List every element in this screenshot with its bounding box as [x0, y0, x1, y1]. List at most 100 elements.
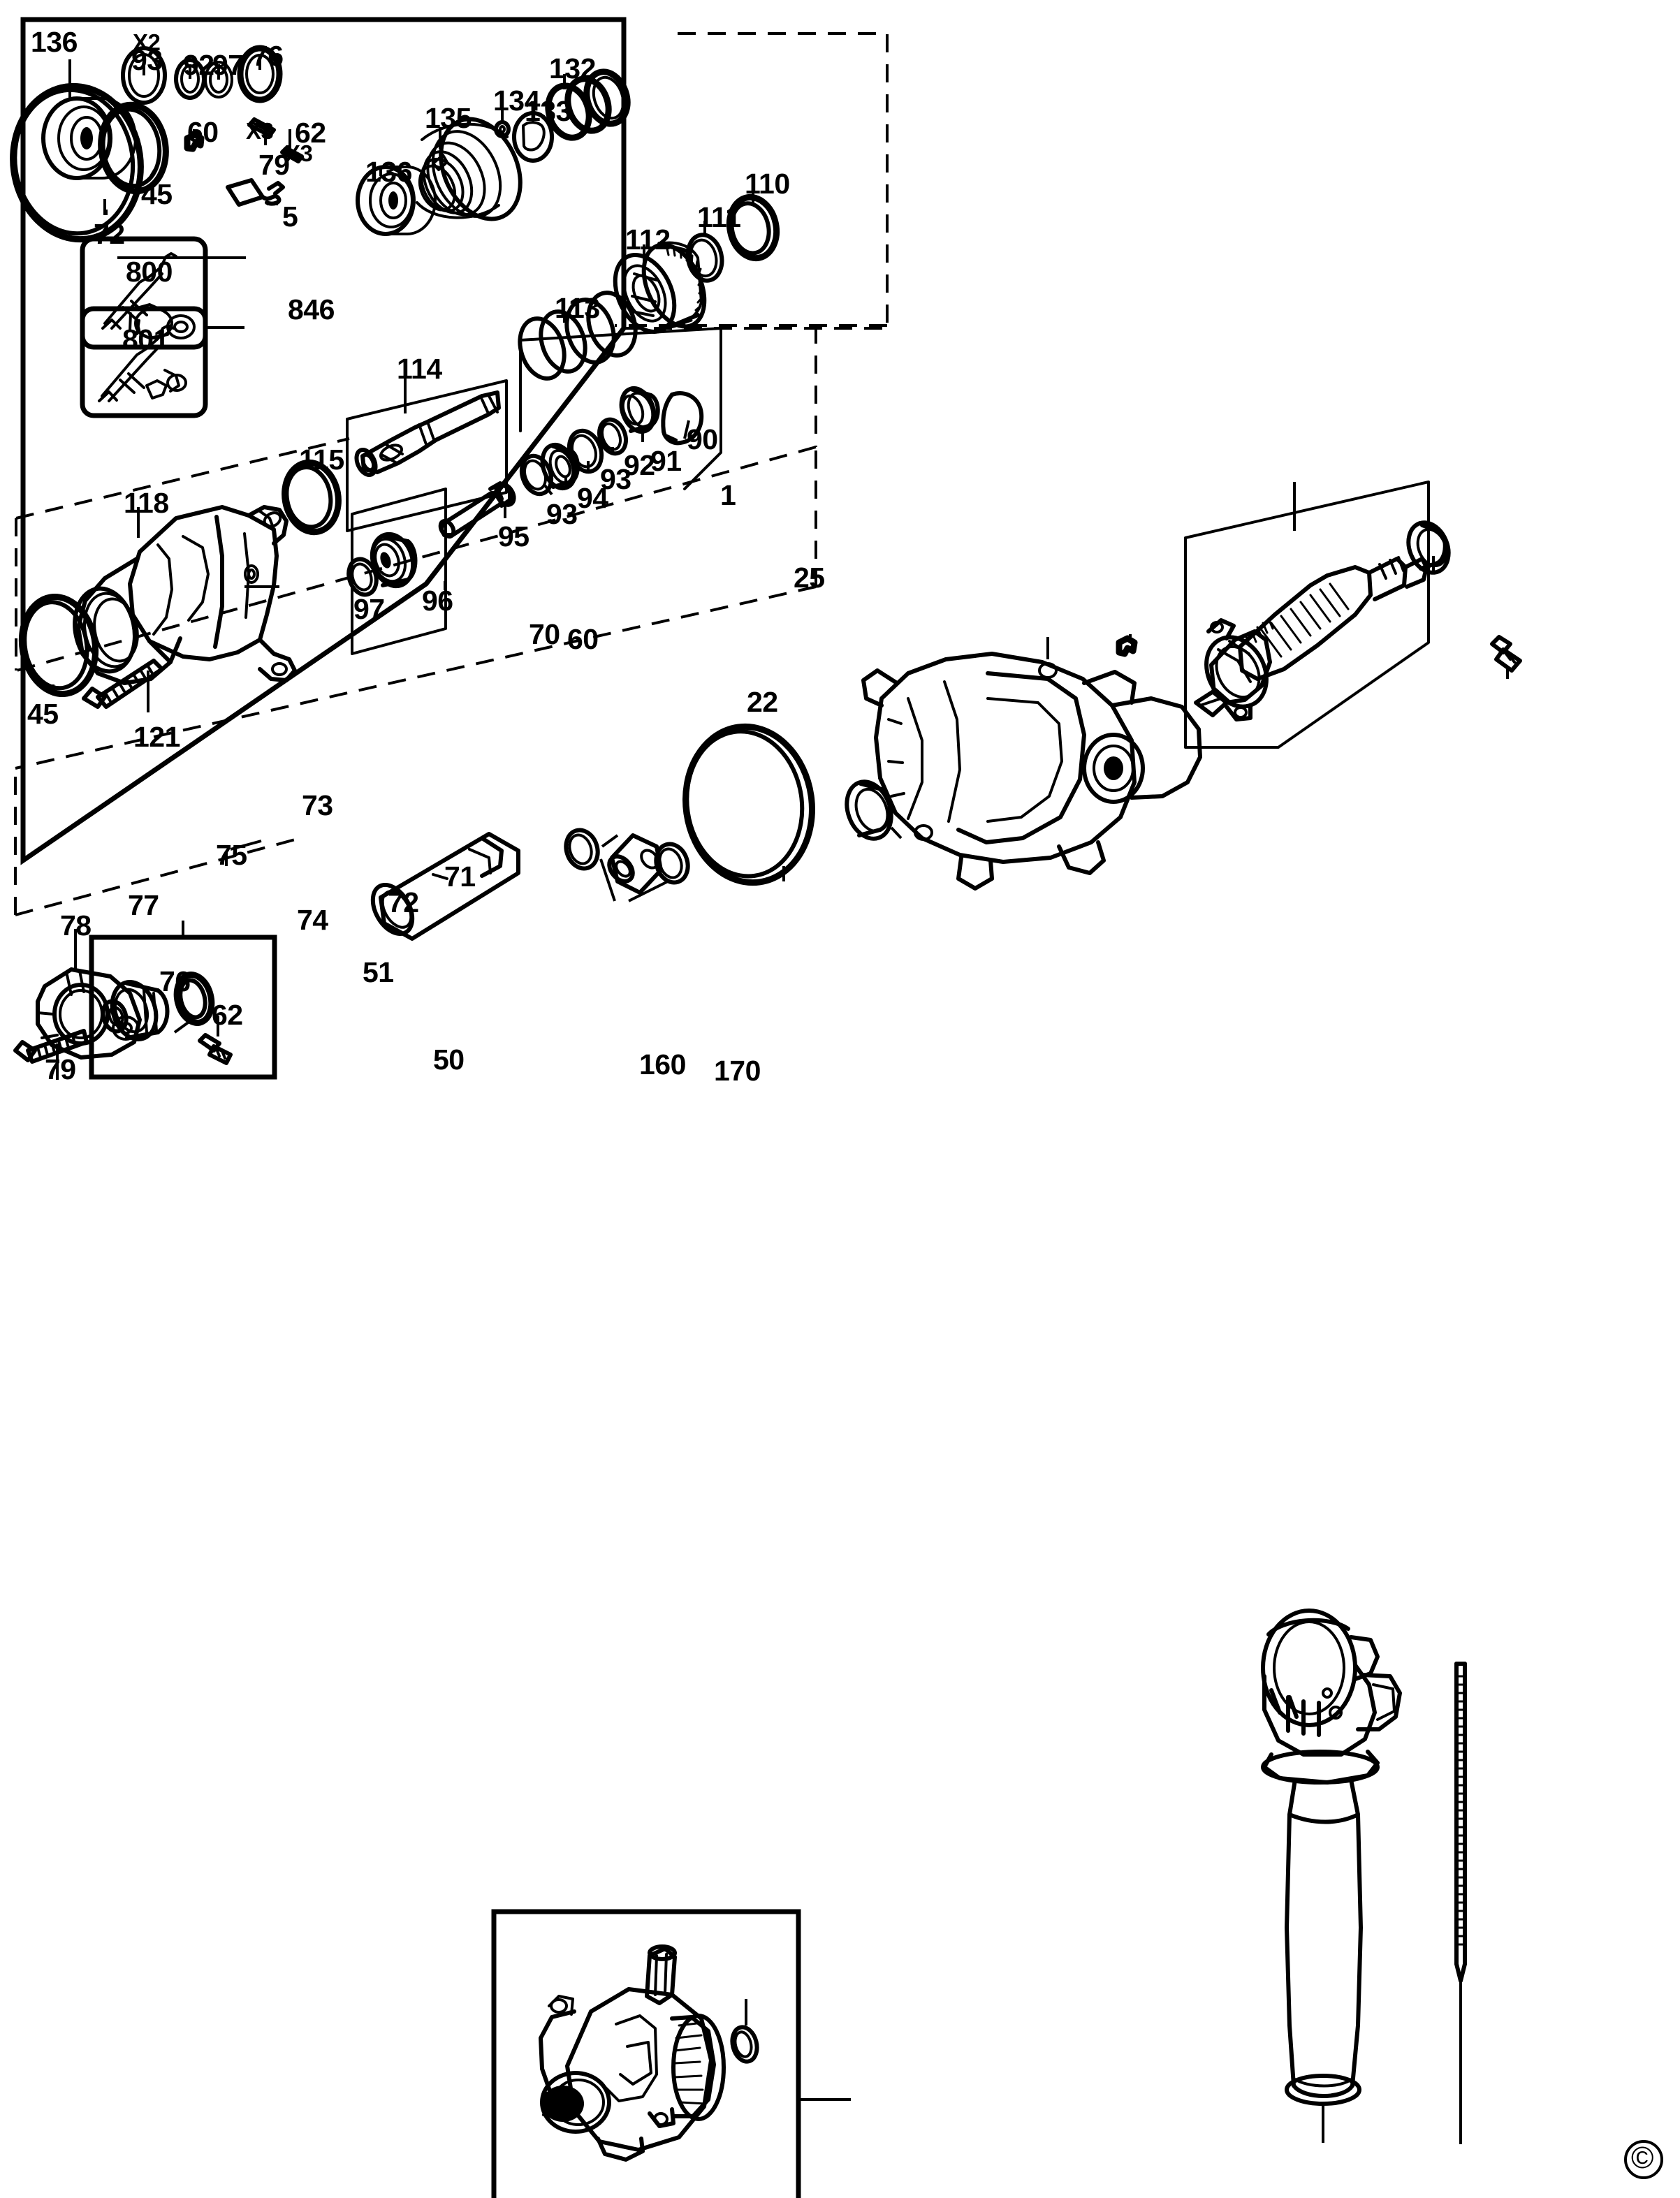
- callout-51: 51: [363, 956, 394, 988]
- part-1-armature: [1194, 556, 1429, 721]
- part-110-seal: [726, 193, 780, 262]
- callout-75: 75: [216, 839, 247, 871]
- part-160-side-handle: [1261, 1609, 1402, 2106]
- callout-97: 97: [353, 593, 385, 625]
- copyright-glyph: ©: [1631, 2141, 1653, 2175]
- callout-70: 70: [529, 618, 560, 650]
- part-79-top-screw: [247, 117, 276, 138]
- box-114: [346, 379, 508, 532]
- part-60-right: [1116, 635, 1138, 657]
- callout-x2: X2: [133, 29, 161, 55]
- callout-78: 78: [60, 909, 92, 942]
- callout-111: 111: [697, 201, 741, 233]
- callout-846: 846: [288, 293, 335, 325]
- callout-45: 45: [27, 698, 59, 730]
- callout-93: 93: [546, 498, 578, 530]
- callout-94: 94: [577, 482, 608, 514]
- callout-114: 114: [397, 353, 442, 385]
- kit-box-800: [80, 236, 208, 350]
- part-76-bottom-ring: [173, 972, 215, 1026]
- callout-135: 135: [425, 102, 472, 134]
- callout-62: 62: [212, 999, 243, 1031]
- callout-22: 22: [747, 686, 778, 718]
- part-96-bearing-sub: [370, 532, 418, 589]
- part-70-gear-case: [861, 652, 1202, 891]
- part-135-piston-sleeve: [416, 117, 523, 221]
- part-91-bearing: [619, 386, 660, 434]
- callout-79: 79: [45, 1053, 76, 1085]
- callout-91: 91: [650, 445, 682, 477]
- part-22-screw: [1490, 635, 1522, 673]
- callout-93: 93: [131, 44, 163, 76]
- callout-x3: X3: [285, 140, 313, 166]
- part-95-pin: [438, 481, 516, 539]
- callout-115: 115: [299, 444, 344, 476]
- part-51-oring: [730, 2025, 759, 2064]
- part-170-depth-rod: [1454, 1662, 1467, 1983]
- callout-118: 118: [124, 487, 169, 519]
- part-112-gear: [613, 241, 707, 334]
- callout-1: 1: [720, 479, 736, 511]
- part-73-ring: [564, 828, 600, 871]
- part-75-cylinder: [370, 832, 520, 941]
- callout-76: 76: [159, 965, 191, 997]
- callout-160: 160: [639, 1048, 686, 1080]
- part-115-oring: [282, 459, 342, 536]
- callout-71: 71: [444, 860, 476, 893]
- part-72-oring-large-inner: [13, 87, 136, 236]
- part-71-bearing: [845, 779, 893, 841]
- part-114-piston: [354, 390, 501, 477]
- callout-134: 134: [493, 85, 540, 117]
- callout-74: 74: [297, 904, 328, 936]
- part-45-top: [98, 101, 169, 195]
- part-62-bottom-screw: [198, 1033, 233, 1065]
- callout-5: 5: [282, 200, 298, 233]
- part-73-crank-pin: [607, 833, 663, 895]
- callout-121: 121: [133, 721, 180, 753]
- callout-97: 97: [212, 49, 244, 81]
- callout-60: 60: [567, 623, 599, 655]
- part-79-bottom-screw: [13, 1029, 89, 1064]
- callout-90: 90: [687, 423, 718, 455]
- callout-73: 73: [302, 789, 333, 821]
- callout-133: 133: [525, 95, 571, 127]
- callout-76: 76: [252, 40, 284, 72]
- callout-92: 92: [624, 449, 655, 481]
- callout-72: 72: [388, 886, 419, 918]
- callout-93: 93: [600, 463, 631, 495]
- callout-136: 136: [31, 26, 78, 58]
- copyright-symbol: [1624, 2140, 1663, 2179]
- callout-95: 95: [498, 520, 529, 552]
- callout-113: 113: [555, 292, 600, 324]
- part-45-left-oring: [18, 593, 99, 698]
- part-132-seal-rings: [545, 68, 631, 141]
- callout-170: 170: [714, 1055, 761, 1087]
- callout-96: 96: [422, 585, 453, 617]
- callout-801: 801: [122, 323, 169, 356]
- part-121-screw: [82, 659, 164, 709]
- callout-50: 50: [433, 1043, 465, 1076]
- part-93-ring-low: [519, 453, 554, 497]
- callout-112: 112: [625, 224, 671, 256]
- callout-800: 800: [126, 256, 173, 288]
- callout-132: 132: [549, 52, 596, 85]
- part-92-ring: [597, 417, 628, 456]
- box-96: [351, 488, 447, 655]
- part-97-ring-96: [346, 557, 379, 597]
- kit-box-801: [80, 306, 208, 418]
- part-72-bottom-oring: [682, 723, 815, 886]
- part-50-crank: [539, 1944, 726, 2162]
- callout-77: 77: [128, 889, 159, 921]
- callout-x3: X3: [246, 118, 274, 144]
- callout-110: 110: [745, 168, 790, 200]
- callout-92: 92: [183, 49, 214, 81]
- callout-60: 60: [187, 116, 219, 148]
- callout-79: 79: [258, 149, 290, 181]
- callout-136: 136: [365, 156, 412, 188]
- callout-45: 45: [141, 178, 173, 210]
- part-90-circlip: [661, 391, 704, 446]
- part-60-top: [184, 131, 205, 152]
